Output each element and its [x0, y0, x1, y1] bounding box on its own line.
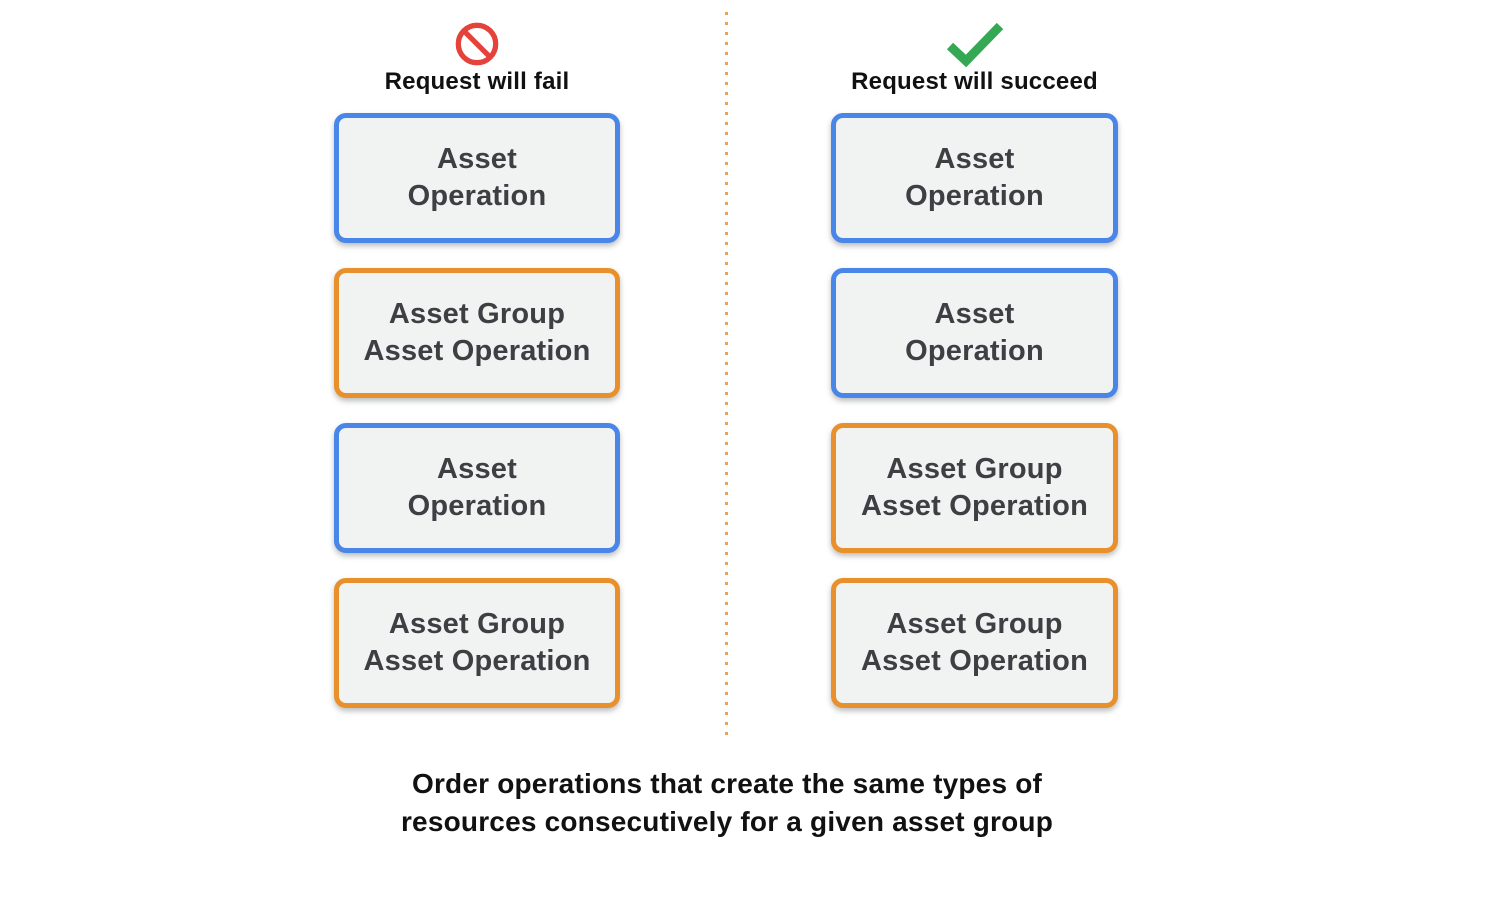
- box-label-line: Asset Operation: [861, 490, 1088, 522]
- checkmark-icon: [831, 19, 1118, 69]
- box-label-line: Asset: [437, 143, 517, 175]
- succeed-box-3-asset-group-asset-operation: Asset Group Asset Operation: [831, 423, 1118, 553]
- caption-line: Order operations that create the same ty…: [411, 768, 1043, 799]
- box-label-line: Operation: [905, 180, 1044, 212]
- fail-box-3-asset-operation: Asset Operation: [334, 423, 620, 553]
- box-label-line: Asset Group: [886, 608, 1063, 640]
- box-label-line: Operation: [407, 180, 547, 212]
- box-label-line: Asset: [934, 298, 1015, 330]
- dotted-divider-line: [725, 12, 728, 738]
- caption-line: resources consecutively for a given asse…: [400, 806, 1054, 837]
- succeed-box-4-asset-group-asset-operation: Asset Group Asset Operation: [831, 578, 1118, 708]
- succeed-column-heading: Request will succeed: [851, 68, 1098, 95]
- box-label-line: Operation: [905, 335, 1044, 367]
- box-label-line: Asset Group: [388, 298, 566, 330]
- succeed-box-2-asset-operation: Asset Operation: [831, 268, 1118, 398]
- succeed-box-1-asset-operation: Asset Operation: [831, 113, 1118, 243]
- box-label-line: Asset Operation: [363, 335, 591, 367]
- prohibition-icon: [334, 19, 620, 69]
- box-label-line: Asset Operation: [861, 645, 1088, 677]
- box-label-line: Asset: [934, 143, 1015, 175]
- box-label-line: Operation: [407, 490, 547, 522]
- fail-box-4-asset-group-asset-operation: Asset Group Asset Operation: [334, 578, 620, 708]
- diagram-caption: Order operations that create the same ty…: [327, 765, 1127, 841]
- fail-column-heading: Request will fail: [384, 68, 570, 95]
- box-label-line: Asset Group: [388, 608, 566, 640]
- box-label-line: Asset Operation: [363, 645, 591, 677]
- fail-box-2-asset-group-asset-operation: Asset Group Asset Operation: [334, 268, 620, 398]
- fail-box-1-asset-operation: Asset Operation: [334, 113, 620, 243]
- box-label-line: Asset: [437, 453, 517, 485]
- box-label-line: Asset Group: [886, 453, 1063, 485]
